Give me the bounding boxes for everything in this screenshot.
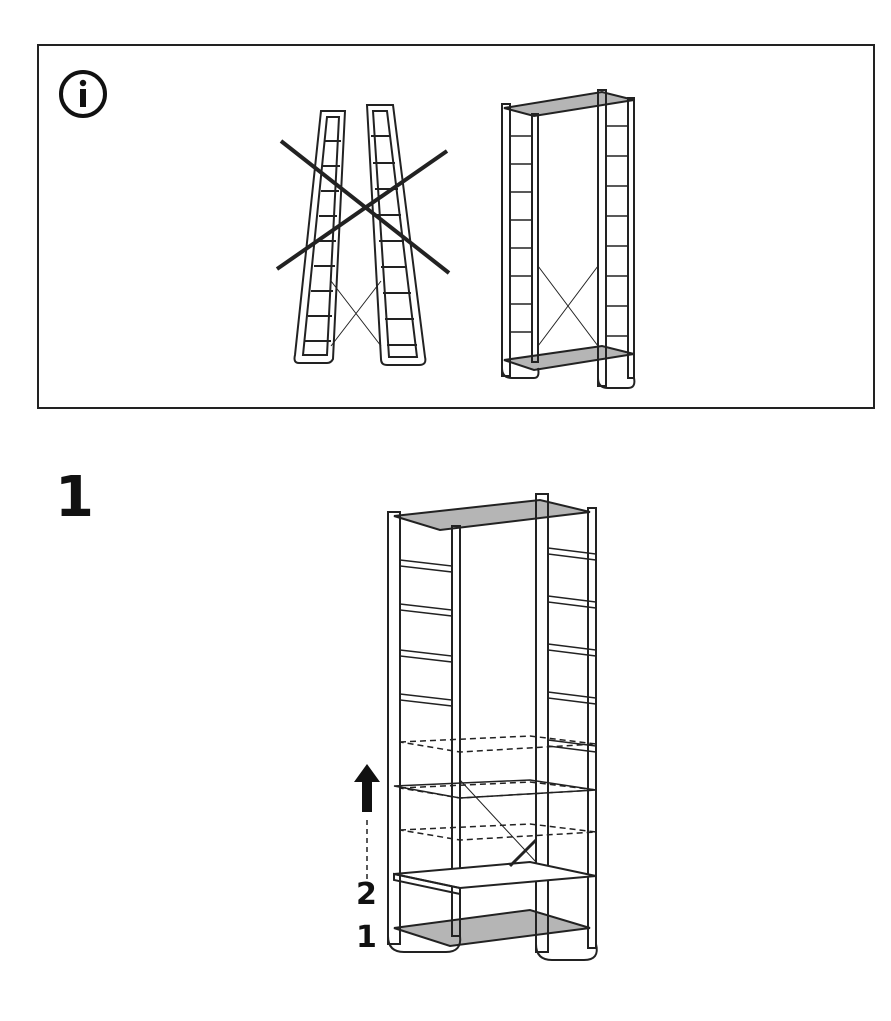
up-arrow-icon [354, 764, 380, 882]
left-ladder-tilted [293, 110, 347, 364]
step-number: 1 [55, 465, 94, 530]
order-label-1: 1 [356, 920, 377, 955]
shelving-unit-illustration [387, 493, 598, 961]
cross-out-icon [275, 139, 451, 275]
wrong-assembly-illustration [275, 104, 451, 366]
info-icon [59, 70, 107, 118]
info-panel [37, 44, 875, 409]
order-label-2: 2 [356, 877, 377, 912]
right-ladder-tilted [365, 104, 427, 366]
correct-assembly-illustration [501, 89, 636, 389]
